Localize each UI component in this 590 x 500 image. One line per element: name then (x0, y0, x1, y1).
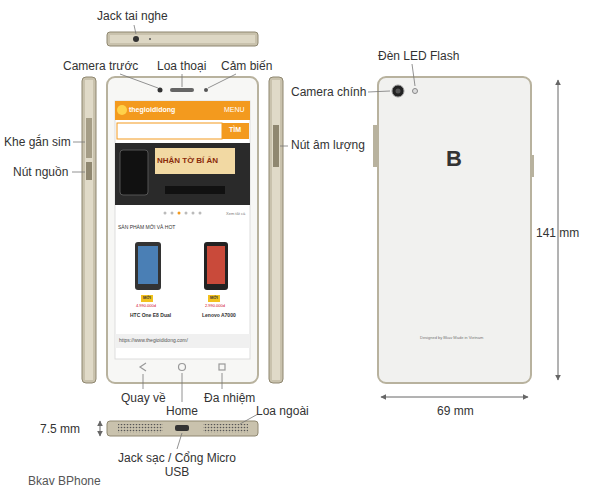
screen-text: https://www.thegioididong.com/ (119, 337, 188, 343)
screen-text: 4.990.000đ (136, 304, 156, 309)
part-label: Jack sạc / Cổng Micro USB (112, 451, 242, 480)
part-label: Đa nhiệm (204, 391, 255, 405)
model-name: Bkav BPhone (28, 474, 101, 488)
screen-text: HTC One E8 Dual (130, 312, 171, 318)
screen-text: Lenovo A7000 (202, 312, 236, 318)
part-label: Nút nguồn (13, 165, 68, 179)
part-label: Jack tai nghe (97, 9, 168, 23)
screen-text: thegioididong (129, 106, 175, 114)
brand-logo: B (446, 146, 462, 172)
screen-text: NHẬN TỜ BÍ ẨN (157, 156, 218, 166)
part-label: Loa thoại (157, 59, 206, 73)
dimension-label: 69 mm (437, 404, 474, 418)
screen-text: MENU (224, 106, 245, 114)
part-label: Camera chính (291, 85, 366, 99)
screen-text: SẢN PHẨM MỚI VÀ HOT (118, 224, 175, 230)
back-print: Designed by Bkav Made in Vietnam (420, 336, 483, 341)
part-label: Khe gắn sim (4, 135, 71, 149)
screen-text: Xem tất cả (226, 212, 245, 217)
part-label: Loa ngoài (256, 404, 309, 418)
screen-text: MỚI (210, 296, 218, 301)
part-label: Quay về (121, 391, 166, 405)
dimension-label: 7.5 mm (40, 422, 80, 436)
part-label: Cảm biến (221, 59, 272, 73)
dimension-label: 141 mm (536, 226, 579, 240)
part-label: Đèn LED Flash (378, 49, 459, 63)
screen-text: MỚI (143, 296, 151, 301)
part-label: Home (166, 404, 198, 418)
screen-text: 2.990.000đ (205, 304, 225, 309)
part-label: Camera trước (63, 59, 138, 73)
part-label: Nút âm lượng (291, 138, 365, 152)
screen-text: TÌM (229, 126, 241, 134)
